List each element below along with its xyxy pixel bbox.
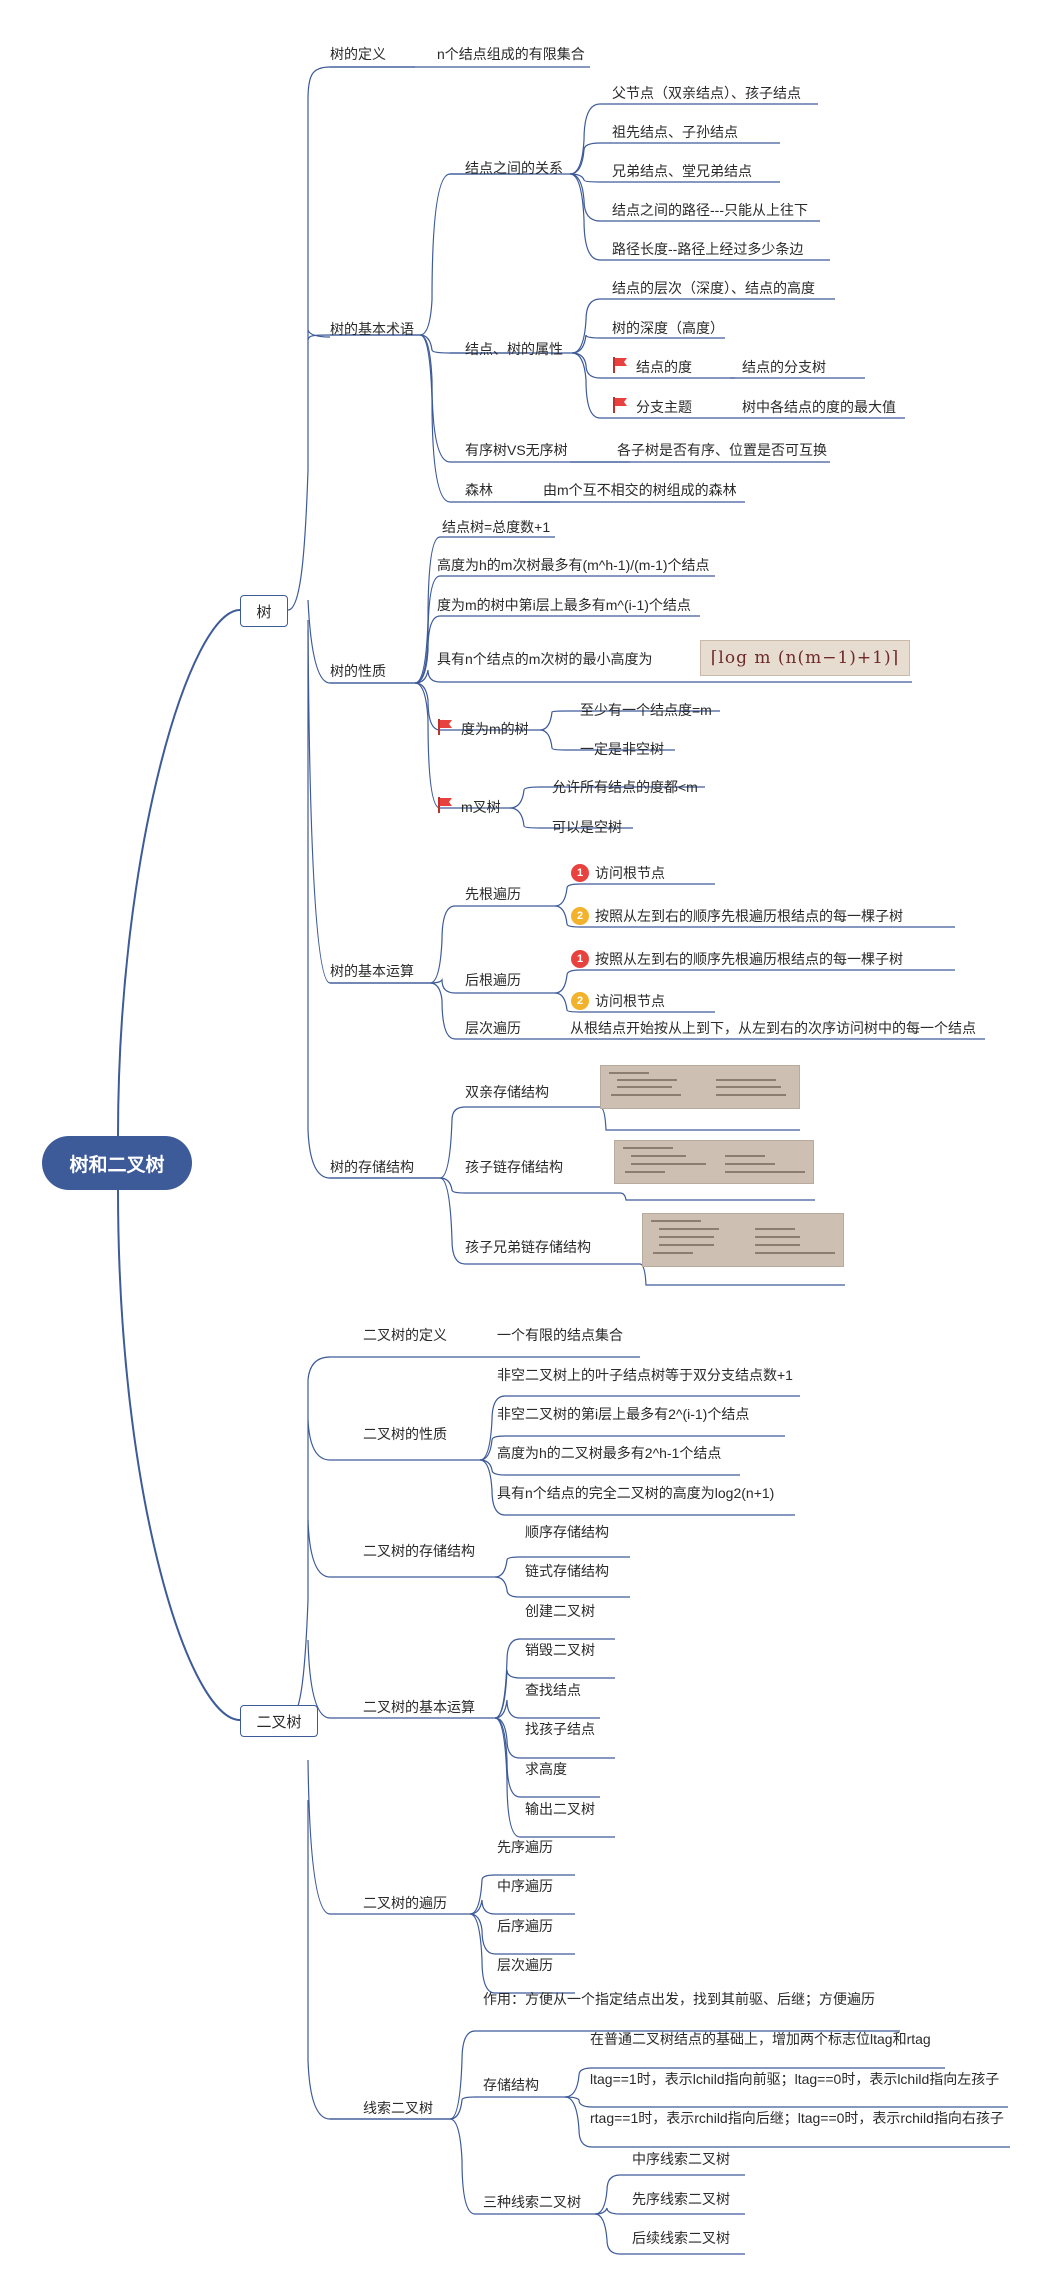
- storage-item: 孩子链存储结构: [465, 1159, 563, 1175]
- priority-1-icon: 1: [571, 950, 589, 968]
- relation-item: 祖先结点、子孙结点: [612, 124, 738, 140]
- tree-storage-label: 树的存储结构: [330, 1159, 414, 1175]
- property-item: 高度为h的m次树最多有(m^h-1)/(m-1)个结点: [437, 557, 710, 573]
- relations-label: 结点之间的关系: [465, 160, 563, 176]
- postorder-step: 按照从左到右的顺序先根遍历根结点的每一棵子树: [595, 951, 903, 967]
- level-value: 从根结点开始按从上到下，从左到右的次序访问树中的每一个结点: [570, 1020, 976, 1036]
- relation-item: 兄弟结点、堂兄弟结点: [612, 163, 752, 179]
- degree-m-item: 一定是非空树: [580, 741, 664, 757]
- relation-item: 结点之间的路径---只能从上往下: [612, 202, 808, 218]
- root-node: 树和二叉树: [42, 1136, 192, 1190]
- threaded-kind-item: 后续线索二叉树: [632, 2230, 730, 2246]
- relation-item: 父节点（双亲结点）、孩子结点: [612, 85, 801, 101]
- binary-storage-item: 链式存储结构: [525, 1563, 609, 1579]
- threaded-purpose: 作用：方便从一个指定结点出发，找到其前驱、后继；方便遍历: [483, 1991, 875, 2007]
- property-item: 度为m的树中第i层上最多有m^(i-1)个结点: [437, 597, 691, 613]
- degree-value: 结点的分支树: [742, 359, 826, 375]
- degree-m-label: 度为m的树: [461, 721, 529, 737]
- binary-storage-item: 顺序存储结构: [525, 1524, 609, 1540]
- threaded-storage-item: ltag==1时，表示lchild指向前驱；ltag==0时，表示lchild指…: [590, 2071, 1000, 2087]
- binary-definition-label: 二叉树的定义: [363, 1327, 447, 1343]
- degree-m-item: 至少有一个结点度=m: [580, 702, 712, 718]
- binary-traversal-item: 层次遍历: [497, 1957, 553, 1973]
- binary-properties-label: 二叉树的性质: [363, 1426, 447, 1442]
- attributes-label: 结点、树的属性: [465, 341, 563, 357]
- flag-icon: [438, 719, 452, 735]
- branch-label: 分支主题: [636, 399, 692, 415]
- node-binary-tree: 二叉树: [240, 1705, 318, 1737]
- binary-property-item: 具有n个结点的完全二叉树的高度为log2(n+1): [497, 1485, 775, 1501]
- binary-property-item: 非空二叉树的第i层上最多有2^(i-1)个结点: [497, 1406, 750, 1422]
- m-ary-item: 允许所有结点的度都<m: [552, 779, 698, 795]
- binary-property-item: 高度为h的二叉树最多有2^h-1个结点: [497, 1445, 722, 1461]
- tree-definition-value: n个结点组成的有限集合: [437, 46, 585, 62]
- binary-traversal-item: 中序遍历: [497, 1878, 553, 1894]
- property-item: 具有n个结点的m次树的最小高度为: [437, 651, 653, 667]
- binary-traversal-item: 后序遍历: [497, 1918, 553, 1934]
- binary-definition-value: 一个有限的结点集合: [497, 1327, 623, 1343]
- m-ary-item: 可以是空树: [552, 819, 622, 835]
- binary-operation-item: 求高度: [525, 1761, 567, 1777]
- preorder-label: 先根遍历: [465, 886, 521, 902]
- binary-operation-item: 创建二叉树: [525, 1603, 595, 1619]
- binary-operation-item: 输出二叉树: [525, 1801, 595, 1817]
- level-label: 层次遍历: [465, 1020, 521, 1036]
- threaded-storage-item: rtag==1时，表示rchild指向后继；ltag==0时，表示rchild指…: [590, 2110, 1004, 2126]
- binary-operations-label: 二叉树的基本运算: [363, 1699, 475, 1715]
- preorder-step: 访问根节点: [595, 865, 665, 881]
- storage-item: 双亲存储结构: [465, 1084, 549, 1100]
- code-screenshot-image: [600, 1065, 800, 1109]
- flag-icon: [613, 397, 627, 413]
- binary-property-item: 非空二叉树上的叶子结点树等于双分支结点数+1: [497, 1367, 793, 1383]
- binary-operation-item: 销毁二叉树: [525, 1642, 595, 1658]
- ordered-label: 有序树VS无序树: [465, 442, 568, 458]
- code-screenshot-image: [642, 1213, 844, 1267]
- forest-label: 森林: [465, 482, 493, 498]
- property-item: 结点树=总度数+1: [442, 519, 551, 535]
- attribute-item: 结点的层次（深度）、结点的高度: [612, 280, 815, 296]
- threaded-label: 线索二叉树: [363, 2100, 433, 2116]
- priority-2-icon: 2: [571, 992, 589, 1010]
- m-ary-label: m叉树: [461, 799, 501, 815]
- priority-1-icon: 1: [571, 864, 589, 882]
- binary-operation-item: 查找结点: [525, 1682, 581, 1698]
- flag-icon: [613, 357, 627, 373]
- storage-item: 孩子兄弟链存储结构: [465, 1239, 591, 1255]
- min-height-formula-image: ⌈log m (n(m−1)+1)⌉: [700, 640, 910, 676]
- tree-properties-label: 树的性质: [330, 663, 386, 679]
- ordered-value: 各子树是否有序、位置是否可互换: [617, 442, 827, 458]
- degree-label: 结点的度: [636, 359, 692, 375]
- relation-item: 路径长度--路径上经过多少条边: [612, 241, 804, 257]
- priority-2-icon: 2: [571, 907, 589, 925]
- postorder-step: 访问根节点: [595, 993, 665, 1009]
- postorder-label: 后根遍历: [465, 972, 521, 988]
- tree-terms-label: 树的基本术语: [330, 321, 414, 337]
- threaded-kind-item: 先序线索二叉树: [632, 2191, 730, 2207]
- threaded-storage-item: 在普通二叉树结点的基础上，增加两个标志位ltag和rtag: [590, 2031, 931, 2047]
- attribute-item: 树的深度（高度）: [612, 320, 724, 336]
- threaded-kinds-label: 三种线索二叉树: [483, 2194, 581, 2210]
- threaded-storage-label: 存储结构: [483, 2077, 539, 2093]
- branch-value: 树中各结点的度的最大值: [742, 399, 896, 415]
- threaded-kind-item: 中序线索二叉树: [632, 2151, 730, 2167]
- tree-operations-label: 树的基本运算: [330, 963, 414, 979]
- binary-traversal-item: 先序遍历: [497, 1839, 553, 1855]
- preorder-step: 按照从左到右的顺序先根遍历根结点的每一棵子树: [595, 908, 903, 924]
- node-tree: 树: [240, 595, 288, 627]
- forest-value: 由m个互不相交的树组成的森林: [543, 482, 737, 498]
- binary-operation-item: 找孩子结点: [525, 1721, 595, 1737]
- binary-storage-label: 二叉树的存储结构: [363, 1543, 475, 1559]
- tree-definition-label: 树的定义: [330, 46, 386, 62]
- flag-icon: [438, 797, 452, 813]
- code-screenshot-image: [614, 1140, 814, 1184]
- binary-traversal-label: 二叉树的遍历: [363, 1895, 447, 1911]
